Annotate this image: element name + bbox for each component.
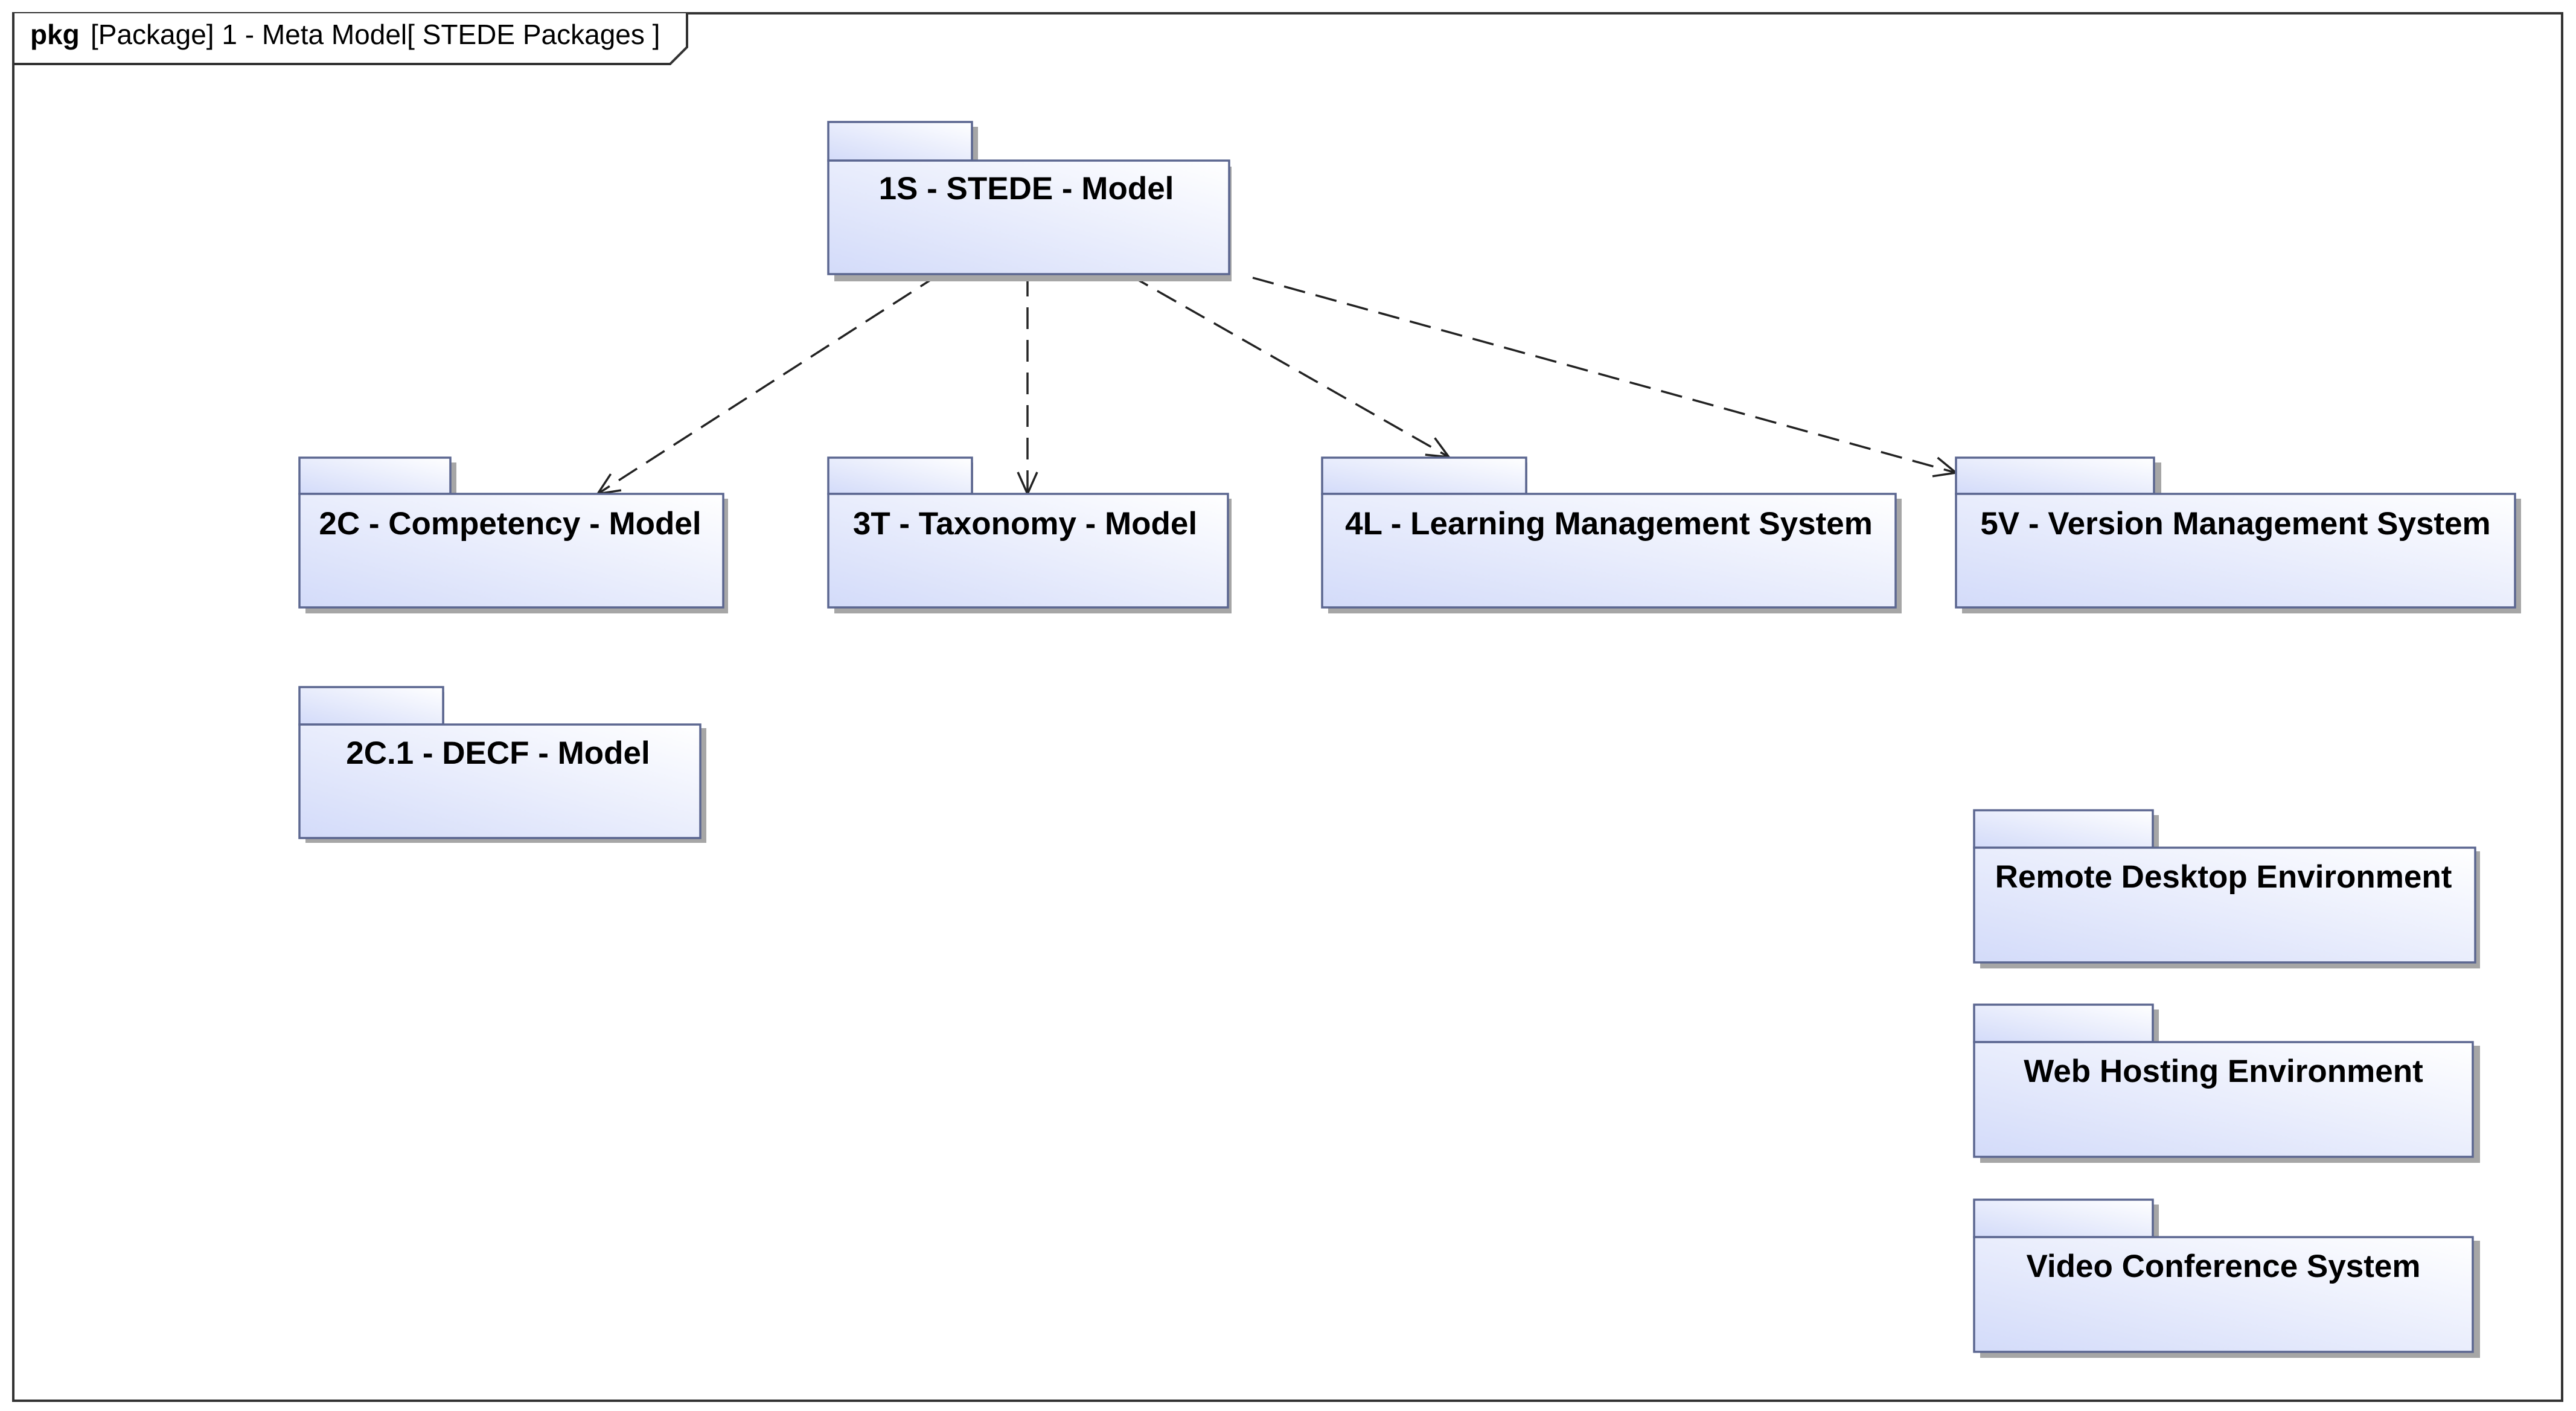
package-label: 4L - Learning Management System	[1345, 506, 1873, 542]
package-label: 5V - Version Management System	[1980, 506, 2490, 542]
frame-kind-label: pkg	[30, 19, 80, 50]
frame-title: [Package] 1 - Meta Model[ STEDE Packages…	[91, 19, 660, 50]
package-stede-model[interactable]: 1S - STEDE - Model	[827, 121, 1232, 281]
dependency-stede-to-lms[interactable]	[1128, 274, 1449, 457]
package-label: 2C.1 - DECF - Model	[346, 735, 650, 771]
package-label: Remote Desktop Environment	[1995, 859, 2452, 895]
dependency-lines	[598, 274, 1956, 494]
package-taxonomy-model[interactable]: 3T - Taxonomy - Model	[827, 456, 1232, 613]
package-label: 2C - Competency - Model	[319, 506, 701, 542]
package-learning-management-system[interactable]: 4L - Learning Management System	[1321, 456, 1902, 613]
diagram-frame: pkg [Package] 1 - Meta Model[ STEDE Pack…	[12, 12, 2563, 1402]
package-web-hosting-environment[interactable]: Web Hosting Environment	[1973, 1003, 2480, 1163]
package-version-management-system[interactable]: 5V - Version Management System	[1955, 456, 2521, 613]
package-decf-model[interactable]: 2C.1 - DECF - Model	[298, 686, 706, 843]
package-competency-model[interactable]: 2C - Competency - Model	[298, 456, 728, 613]
dependency-stede-to-competency[interactable]	[598, 274, 939, 494]
package-remote-desktop-environment[interactable]: Remote Desktop Environment	[1973, 809, 2480, 968]
package-label: Video Conference System	[2027, 1249, 2421, 1284]
package-label: 1S - STEDE - Model	[879, 171, 1174, 206]
package-label: 3T - Taxonomy - Model	[853, 506, 1197, 542]
package-label: Web Hosting Environment	[2024, 1054, 2423, 1089]
package-video-conference-system[interactable]: Video Conference System	[1973, 1198, 2480, 1358]
dependency-stede-to-vms[interactable]	[1252, 277, 1956, 473]
